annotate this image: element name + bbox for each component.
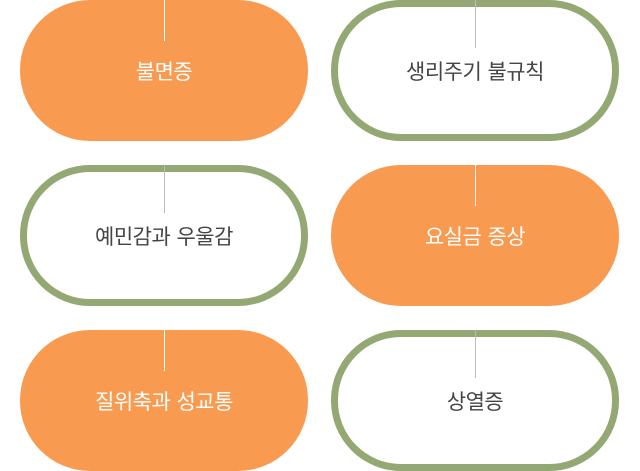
connector-line: [164, 330, 165, 371]
connector-line: [475, 330, 476, 378]
symptom-label: 질위축과 성교통: [95, 389, 233, 414]
symptom-label: 요실금 증상: [424, 224, 526, 249]
symptom-irregular-cycle: 생리주기 불규칙: [331, 0, 619, 141]
symptom-insomnia: 불면증: [20, 0, 308, 141]
connector-line: [475, 0, 476, 48]
symptom-incontinence: 요실금 증상: [331, 165, 619, 306]
connector-line: [164, 0, 165, 41]
symptom-label: 불면증: [135, 59, 193, 84]
connector-line: [164, 165, 165, 213]
symptom-hot-flash: 상열증: [331, 330, 619, 471]
symptom-label: 상열증: [446, 389, 504, 414]
symptom-sensitivity-depression: 예민감과 우울감: [20, 165, 308, 306]
connector-line: [475, 165, 476, 206]
symptom-label: 생리주기 불규칙: [406, 59, 544, 84]
symptom-vaginal-atrophy: 질위축과 성교통: [20, 330, 308, 471]
symptom-label: 예민감과 우울감: [95, 224, 233, 249]
